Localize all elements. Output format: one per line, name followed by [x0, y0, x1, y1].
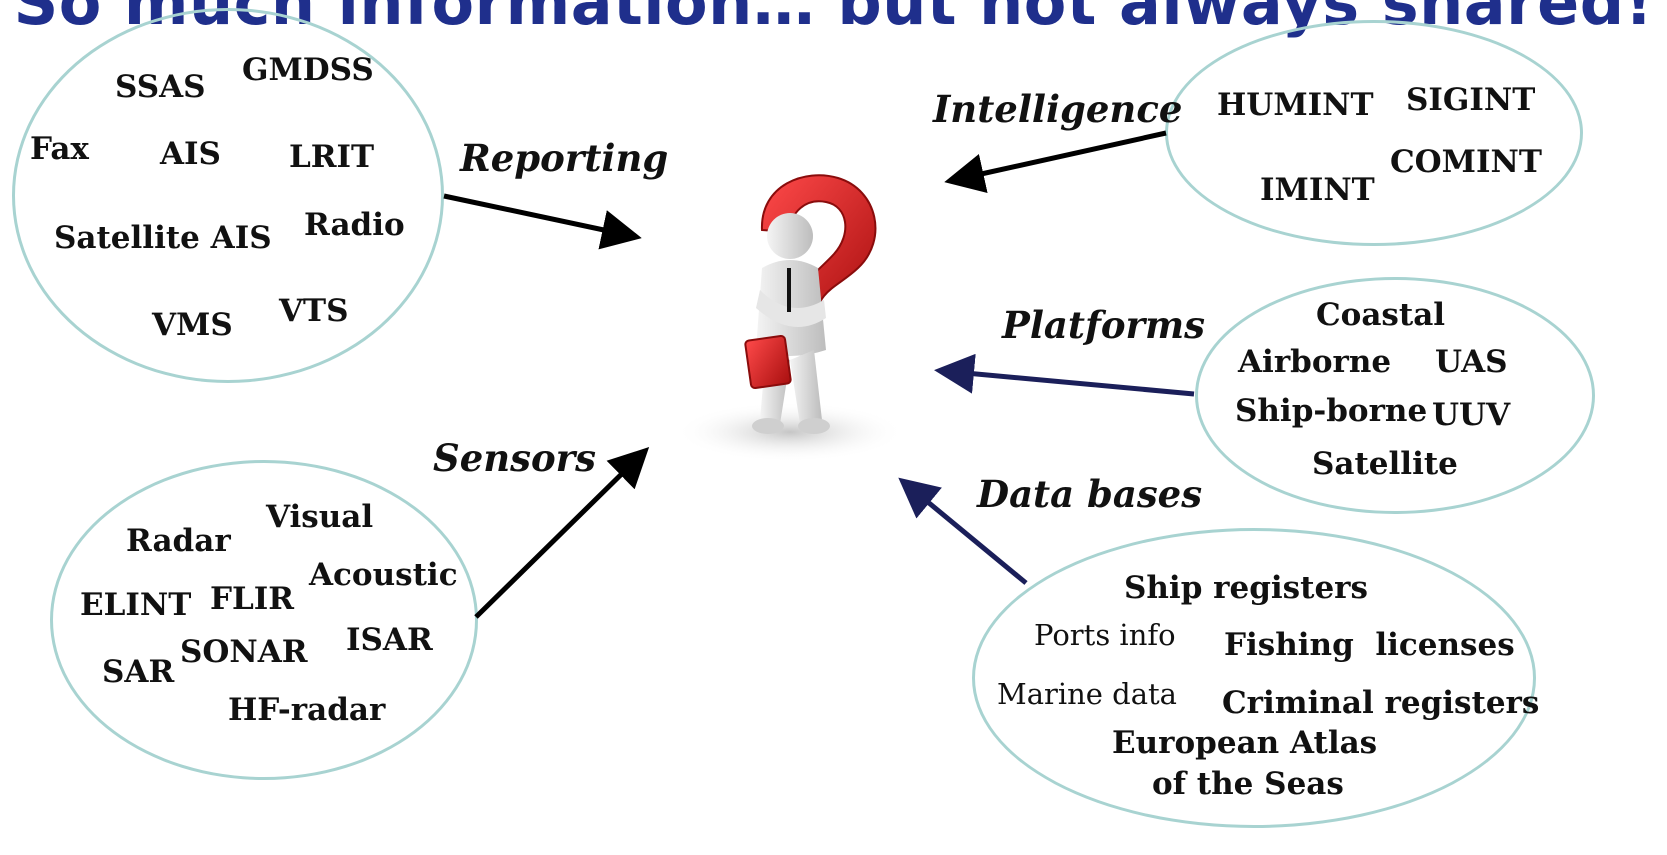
reporting-item: AIS [160, 136, 221, 172]
databases-item: Ship registers [1124, 570, 1368, 606]
intelligence-ellipse [1165, 20, 1583, 246]
databases-item: Ports info [1034, 618, 1176, 652]
reporting-arrow [443, 193, 642, 250]
databases-ellipse [972, 528, 1536, 828]
platforms-item: Airborne [1238, 344, 1392, 380]
reporting-item: GMDSS [242, 52, 374, 88]
intelligence-arrow [944, 130, 1167, 194]
sensors-item: Visual [266, 499, 374, 535]
reporting-item: Satellite AIS [54, 220, 272, 256]
databases-item: Marine data [997, 677, 1177, 711]
reporting-ellipse [12, 8, 444, 383]
intelligence-item: SIGINT [1406, 82, 1536, 118]
databases-item: Fishing licenses [1224, 627, 1515, 663]
sensors-arrow [474, 446, 650, 619]
intelligence-item: IMINT [1260, 172, 1375, 208]
reporting-item: VTS [279, 293, 349, 329]
sensors-item: ISAR [346, 622, 433, 658]
platforms-item: UAS [1435, 344, 1508, 380]
sensors-item: Acoustic [309, 557, 458, 593]
reporting-item: VMS [152, 307, 233, 343]
sensors-label: Sensors [433, 436, 596, 480]
platforms-item: Ship-borne [1235, 393, 1428, 429]
databases-item: of the Seas [1152, 766, 1344, 802]
reporting-item: SSAS [115, 69, 206, 105]
platforms-label: Platforms [1002, 303, 1206, 347]
platforms-ellipse [1195, 277, 1595, 514]
sensors-item: HF-radar [228, 692, 386, 728]
sensors-ellipse [50, 460, 478, 780]
platforms-item: UUV [1432, 397, 1511, 433]
reporting-item: LRIT [289, 139, 375, 175]
databases-arrow [898, 477, 1028, 585]
platforms-arrow [934, 353, 1195, 397]
databases-item: European Atlas [1112, 725, 1378, 761]
sensors-item: Radar [126, 523, 231, 559]
question-mark-person-icon [675, 174, 905, 462]
sensors-item: SONAR [180, 634, 308, 670]
databases-item: Criminal registers [1222, 685, 1540, 721]
platforms-item: Coastal [1316, 297, 1446, 333]
platforms-item: Satellite [1312, 446, 1458, 482]
databases-label: Data bases [977, 472, 1203, 516]
reporting-label: Reporting [460, 136, 669, 180]
sensors-item: SAR [102, 654, 175, 690]
intelligence-item: COMINT [1390, 144, 1542, 180]
sensors-item: ELINT [80, 587, 192, 623]
intelligence-item: HUMINT [1217, 87, 1374, 123]
intelligence-label: Intelligence [933, 87, 1183, 131]
sensors-item: FLIR [210, 581, 295, 617]
reporting-item: Fax [30, 131, 89, 167]
reporting-item: Radio [304, 207, 405, 243]
